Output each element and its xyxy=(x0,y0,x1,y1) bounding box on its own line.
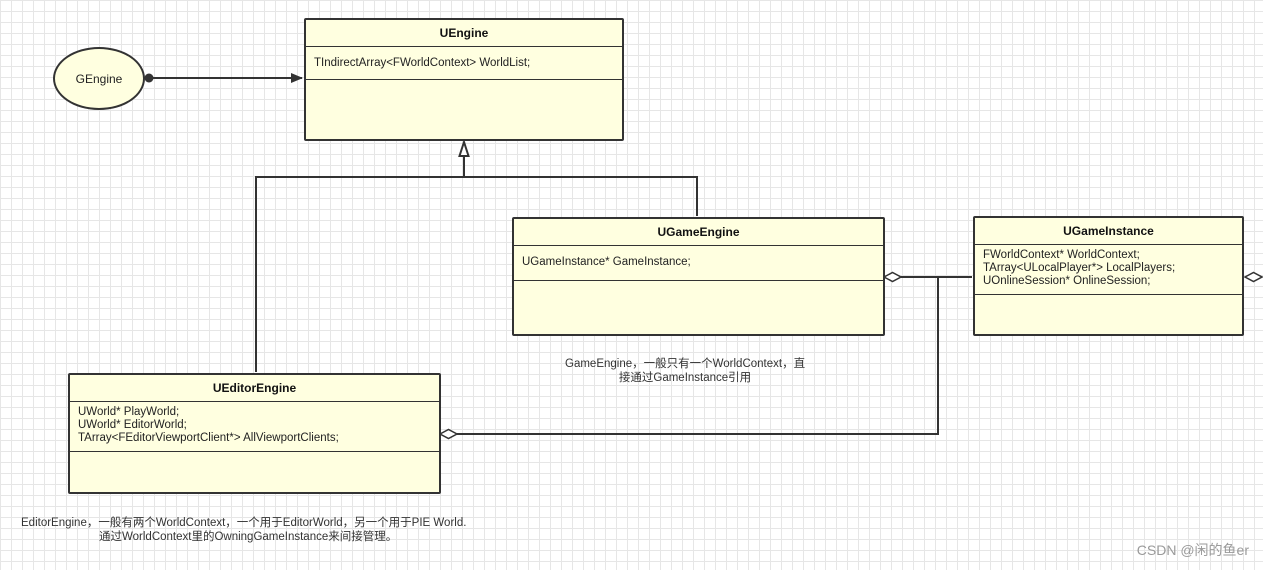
uengine-class[interactable]: UEngine TIndirectArray<FWorldContext> Wo… xyxy=(304,18,624,141)
attribute: UWorld* EditorWorld; xyxy=(78,419,187,431)
ugameengine-title: UGameEngine xyxy=(514,219,883,246)
editorengine-gameinstance-aggregation xyxy=(438,277,939,440)
csdn-watermark: CSDN @闲的鱼er xyxy=(1136,542,1249,558)
note-line: 通过WorldContext里的OwningGameInstance来间接管理。 xyxy=(99,531,398,543)
gameinstance-outgoing-aggregation xyxy=(1243,271,1263,283)
ueditorengine-title: UEditorEngine xyxy=(70,375,439,402)
uengine-title: UEngine xyxy=(306,20,622,47)
attribute: UOnlineSession* OnlineSession; xyxy=(983,275,1151,287)
ugameinstance-attributes: FWorldContext* WorldContext; TArray<ULoc… xyxy=(975,245,1242,295)
attribute: TArray<ULocalPlayer*> LocalPlayers; xyxy=(983,262,1176,274)
attribute: TIndirectArray<FWorldContext> WorldList; xyxy=(314,57,531,69)
gengine-uengine-association xyxy=(144,73,303,83)
editor-engine-note: EditorEngine，一般有两个WorldContext，一个用于Edito… xyxy=(21,516,466,544)
ugameinstance-title: UGameInstance xyxy=(975,218,1242,245)
attribute: FWorldContext* WorldContext; xyxy=(983,249,1140,261)
ugameengine-attributes: UGameInstance* GameInstance; xyxy=(514,246,883,281)
ugameinstance-class[interactable]: UGameInstance FWorldContext* WorldContex… xyxy=(973,216,1244,336)
game-engine-note: GameEngine，一般只有一个WorldContext，直 接通过GameI… xyxy=(565,357,805,385)
inheritance-tree xyxy=(255,138,698,372)
gameengine-gameinstance-aggregation xyxy=(882,271,972,283)
note-line: EditorEngine，一般有两个WorldContext，一个用于Edito… xyxy=(21,517,467,529)
attribute: UWorld* PlayWorld; xyxy=(78,406,180,418)
ueditorengine-attributes: UWorld* PlayWorld; UWorld* EditorWorld; … xyxy=(70,402,439,452)
gengine-label: GEngine xyxy=(75,71,123,86)
ugameengine-class[interactable]: UGameEngine UGameInstance* GameInstance; xyxy=(512,217,885,336)
note-line: 接通过GameInstance引用 xyxy=(618,372,752,384)
ueditorengine-class[interactable]: UEditorEngine UWorld* PlayWorld; UWorld*… xyxy=(68,373,441,494)
uengine-attributes: TIndirectArray<FWorldContext> WorldList; xyxy=(306,47,622,80)
note-line: GameEngine，一般只有一个WorldContext，直 xyxy=(565,358,806,370)
gengine-node[interactable]: GEngine xyxy=(53,47,145,110)
attribute: UGameInstance* GameInstance; xyxy=(522,256,691,268)
attribute: TArray<FEditorViewportClient*> AllViewpo… xyxy=(78,432,339,444)
